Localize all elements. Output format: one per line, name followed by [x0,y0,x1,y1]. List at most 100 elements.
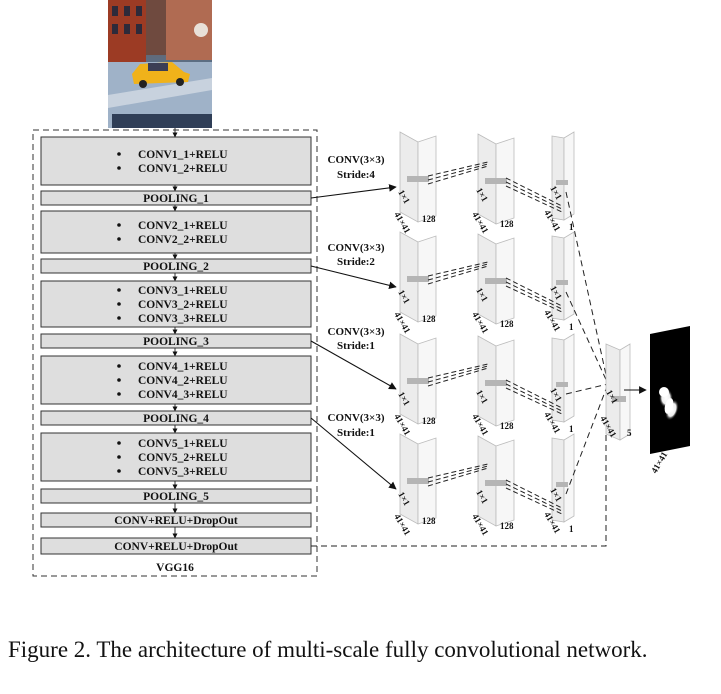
vgg-block-7 [40,355,312,405]
output-map: 41×41 [649,326,690,475]
vgg-block-9-line-2: CONV5_2+RELU [138,452,228,464]
bullet-dot [117,237,121,241]
conn-line [427,165,489,185]
branch-2-stride: Stride:2 [337,256,375,268]
channel-label: 128 [422,516,436,526]
branch-3-volume-3 [551,333,575,423]
vgg-block-11-label: CONV+RELU+DropOut [114,515,238,527]
branch-3-stride: Stride:1 [337,340,375,352]
channel-label: 128 [500,319,514,329]
channel-label: 128 [422,416,436,426]
vgg-block-1-line-2: CONV1_2+RELU [138,163,228,175]
input-image [108,0,212,128]
kernel-patch [556,482,568,487]
fuse-line [565,191,609,385]
kernel-patch [612,396,626,402]
vgg-block-10-label: POOLING_5 [143,491,209,503]
vgg-block-5-line-1: CONV3_1+RELU [138,285,228,297]
conn-line [505,483,563,512]
branch-4-stride: Stride:1 [337,427,375,439]
kernel-patch [485,380,507,386]
kernel-patch [485,178,507,184]
branch-1-arrow [310,184,397,199]
kernel-patch [407,176,429,182]
conn-line [505,383,563,412]
conn-line [505,181,563,210]
vgg-block-5 [40,280,312,328]
conn-line [505,281,563,310]
bullet-dot [117,152,121,156]
vgg-block-5-line-2: CONV3_2+RELU [138,299,228,311]
vgg16-title: VGG16 [156,562,194,574]
conn-line [505,487,563,515]
bullet-dot [117,378,121,382]
global-branch-line [311,434,607,547]
fuse-line [565,383,609,395]
conn-line [427,367,489,387]
branch-4-volume-3 [551,433,575,523]
branch-4-arrow [310,417,397,490]
bullet-dot [117,166,121,170]
bullet-dot [117,223,121,227]
vgg-block-10 [40,488,312,504]
conn-line [427,265,489,285]
kernel-patch [407,378,429,384]
conn-line [427,261,489,277]
conn-line [505,177,563,207]
fused-volume [605,343,631,441]
kernel-patch [485,278,507,284]
conn-line [505,277,563,307]
kernel-patch [556,180,568,185]
branch-3-conv: CONV(3×3) [328,326,385,338]
fuse-line [565,291,609,385]
conn-line [427,263,489,281]
vgg-block-7-line-2: CONV4_2+RELU [138,375,228,387]
figure-caption: Figure 2. The architecture of multi-scal… [8,637,648,662]
bullet-dot [117,316,121,320]
conn-line [505,387,563,415]
channel-label: 1 [569,222,574,232]
vgg-block-5-line-3: CONV3_3+RELU [138,313,228,325]
vgg-block-11 [40,512,312,528]
bullet-dot [117,392,121,396]
vgg-block-1 [40,136,312,186]
vgg-block-9-line-1: CONV5_1+RELU [138,438,228,450]
conn-line [427,161,489,177]
vgg-block-12-label: CONV+RELU+DropOut [114,541,238,553]
bullet-dot [117,302,121,306]
vgg-block-7-line-3: CONV4_3+RELU [138,389,228,401]
fused-channel-label: 5 [627,428,632,438]
vgg-block-1-line-1: CONV1_1+RELU [138,149,228,161]
vgg-block-9-line-3: CONV5_3+RELU [138,466,228,478]
branch-2-volume-3 [551,231,575,321]
conn-line [505,285,563,313]
bullet-dot [117,441,121,445]
conn-line [427,365,489,383]
vgg-block-3-line-2: CONV2_2+RELU [138,234,228,246]
branch-annotations: CONV(3×3) Stride:4 CONV(3×3) Stride:2 CO… [328,154,385,439]
vgg-block-2-label: POOLING_1 [143,193,209,205]
channel-label: 128 [422,214,436,224]
kernel-patch [556,382,568,387]
conn-line [427,363,489,379]
kernel-patch [407,478,429,484]
channel-label: 1 [569,524,574,534]
branch-2-arrow [310,265,397,290]
branch-3-arrow [310,340,397,390]
branch-1-stride: Stride:4 [337,169,375,181]
kernel-patch [556,280,568,285]
branch-1-volume-3 [551,131,575,221]
conn-line [427,467,489,487]
channel-label: 128 [422,314,436,324]
vgg-block-6-label: POOLING_3 [143,336,209,348]
branch-1-conv: CONV(3×3) [328,154,385,166]
conn-line [505,379,563,409]
bullet-dot [117,469,121,473]
channel-label: 128 [500,421,514,431]
conn-line [505,185,563,213]
channel-label: 128 [500,521,514,531]
bullet-dot [117,288,121,292]
vgg-block-3 [40,210,312,254]
conn-line [427,463,489,479]
